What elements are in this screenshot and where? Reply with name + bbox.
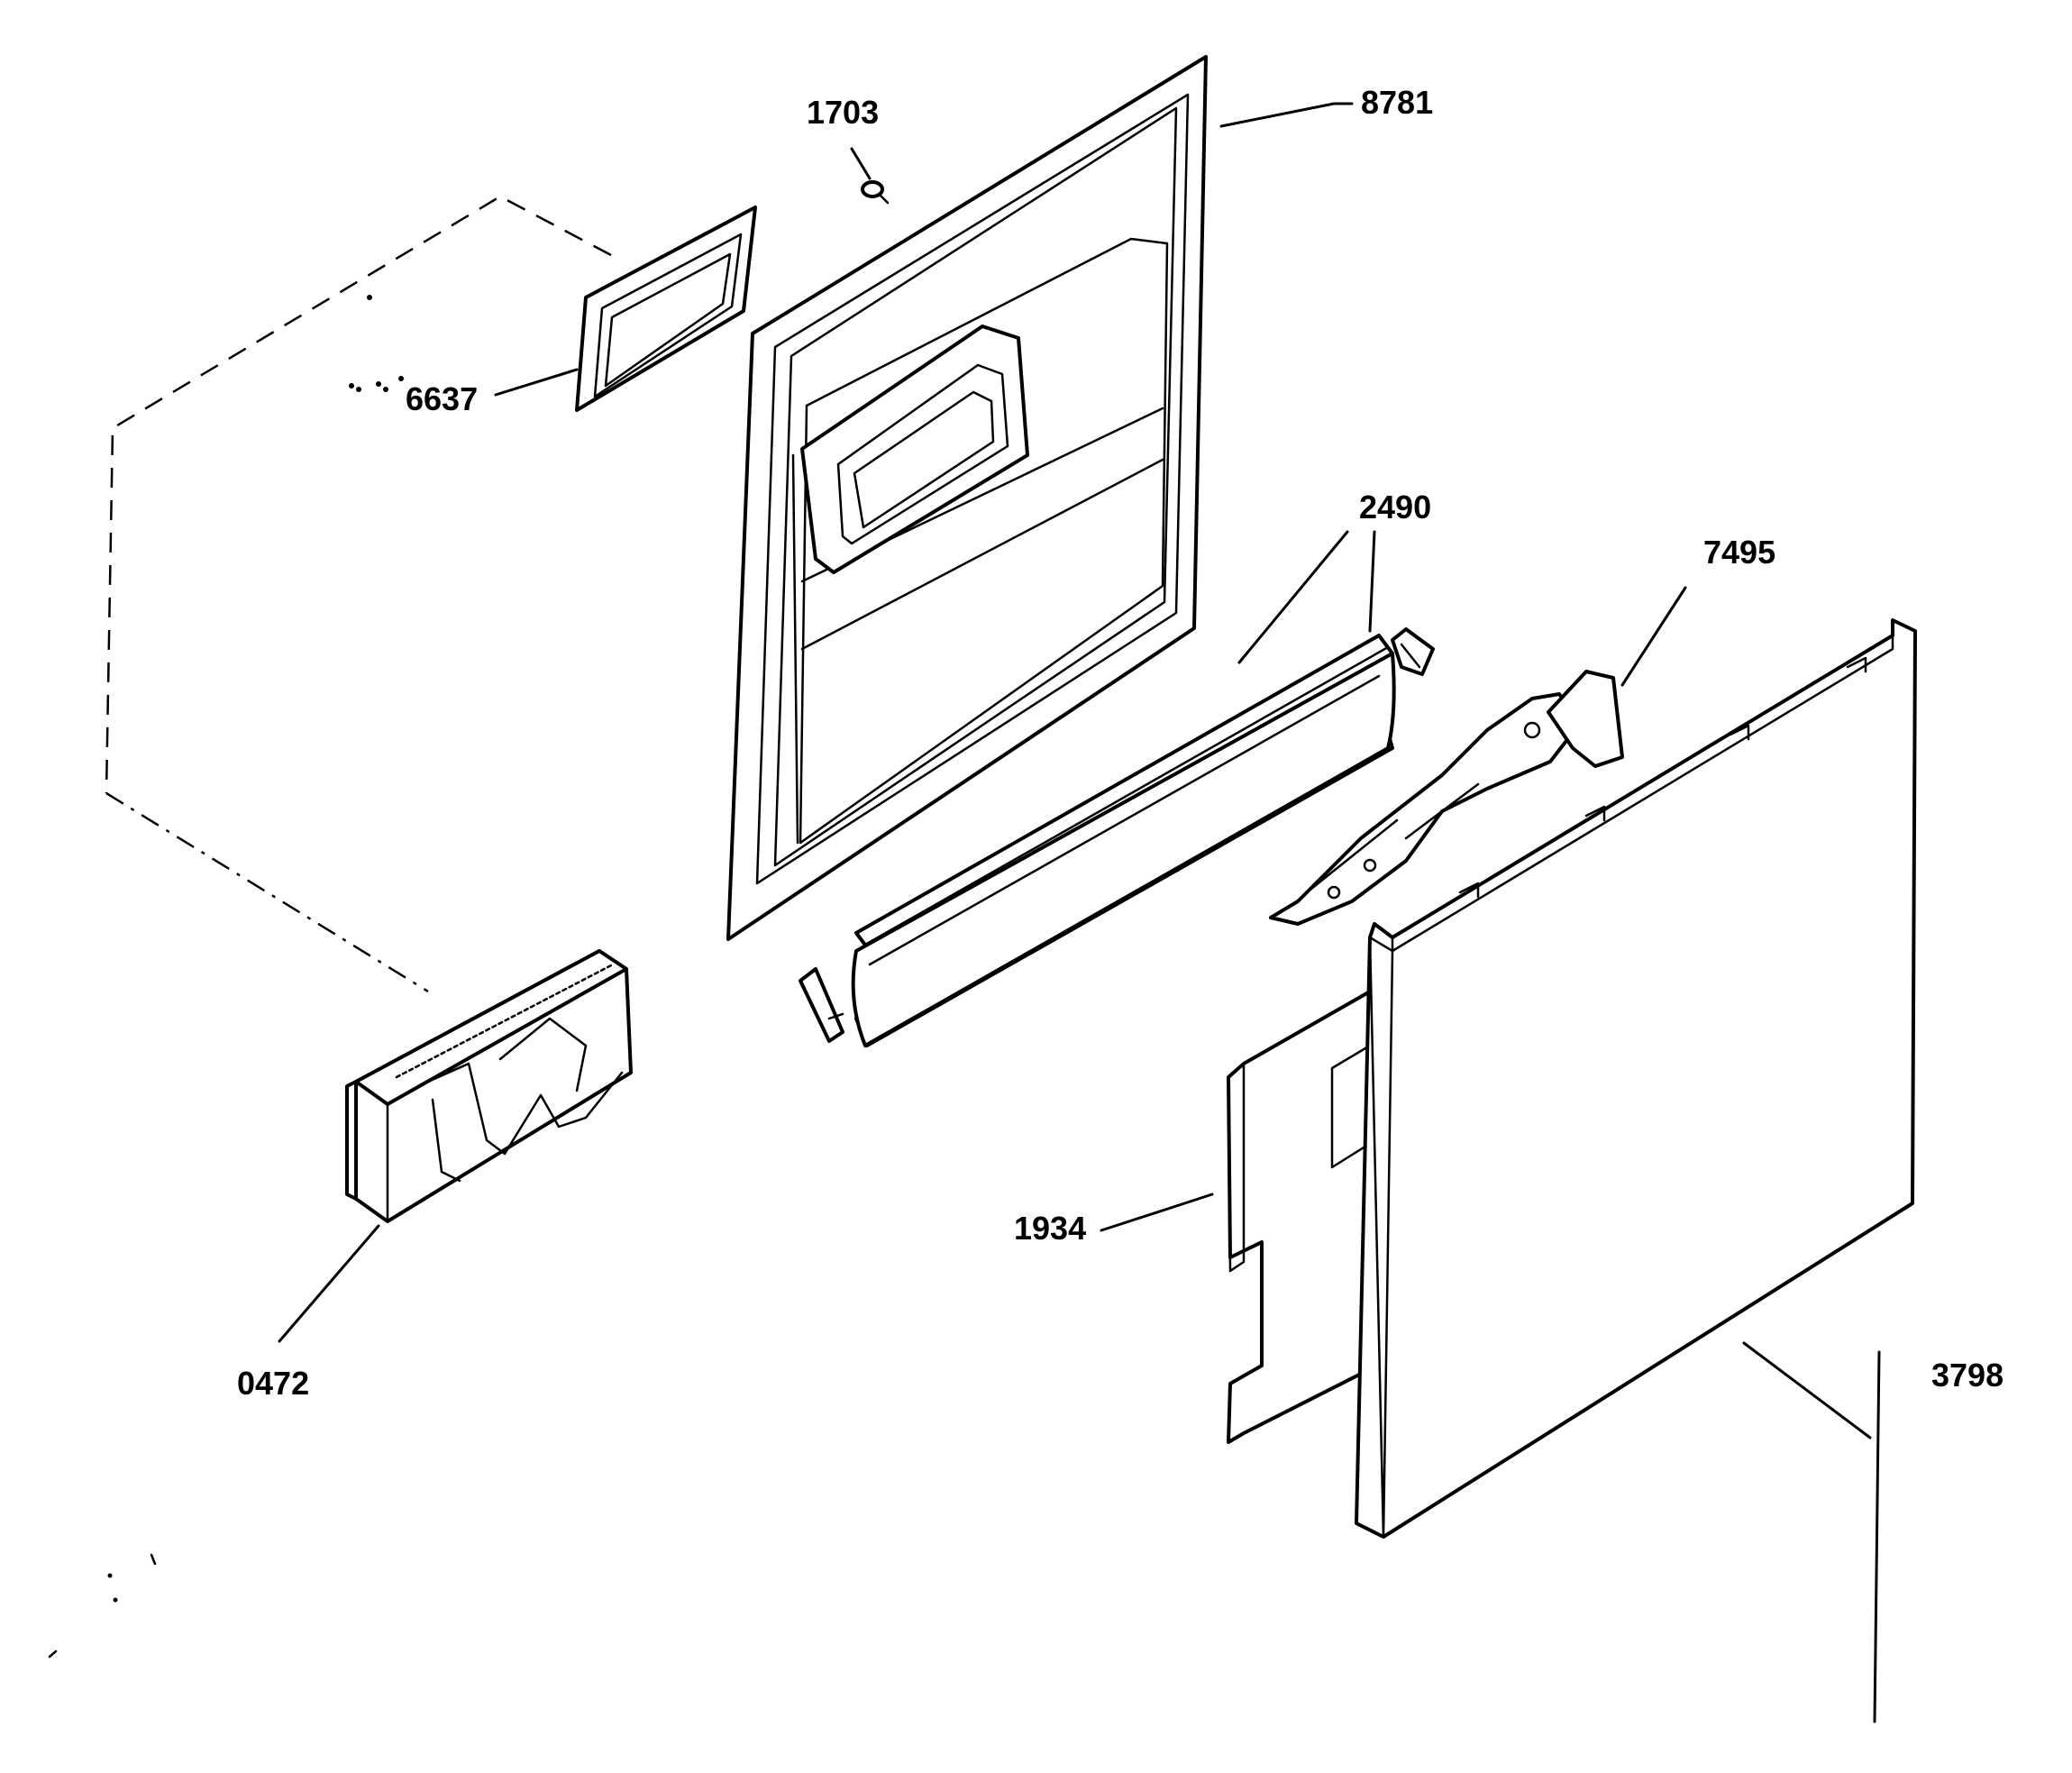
callout-8781: 8781 — [1361, 84, 1433, 121]
scan-marks — [48, 1553, 157, 1659]
callout-0472: 0472 — [237, 1365, 309, 1402]
end-bracket-left — [799, 967, 844, 1043]
callout-2490: 2490 — [1359, 489, 1431, 526]
callout-3798: 3798 — [1931, 1357, 2004, 1394]
door-strip — [851, 634, 1396, 1047]
inner-insulation-panel — [1227, 990, 1372, 1444]
leader-lines — [278, 102, 1881, 1723]
callout-7495: 7495 — [1703, 534, 1775, 571]
callout-labels: 8781 1703 6637 2490 7495 0472 1934 3798 — [237, 84, 2004, 1402]
gasket-frame — [575, 206, 757, 412]
small-clips — [349, 295, 404, 392]
callout-1703: 1703 — [807, 94, 879, 131]
callout-6637: 6637 — [406, 380, 478, 417]
control-module — [345, 949, 633, 1223]
assembly-guide-lines — [105, 195, 612, 993]
outer-door-panel — [1355, 618, 1917, 1539]
hinge-arm — [1269, 670, 1624, 926]
inner-door-panel — [726, 55, 1208, 941]
end-cap-right — [1391, 627, 1435, 676]
screw — [861, 180, 890, 205]
callout-1934: 1934 — [1014, 1210, 1086, 1247]
